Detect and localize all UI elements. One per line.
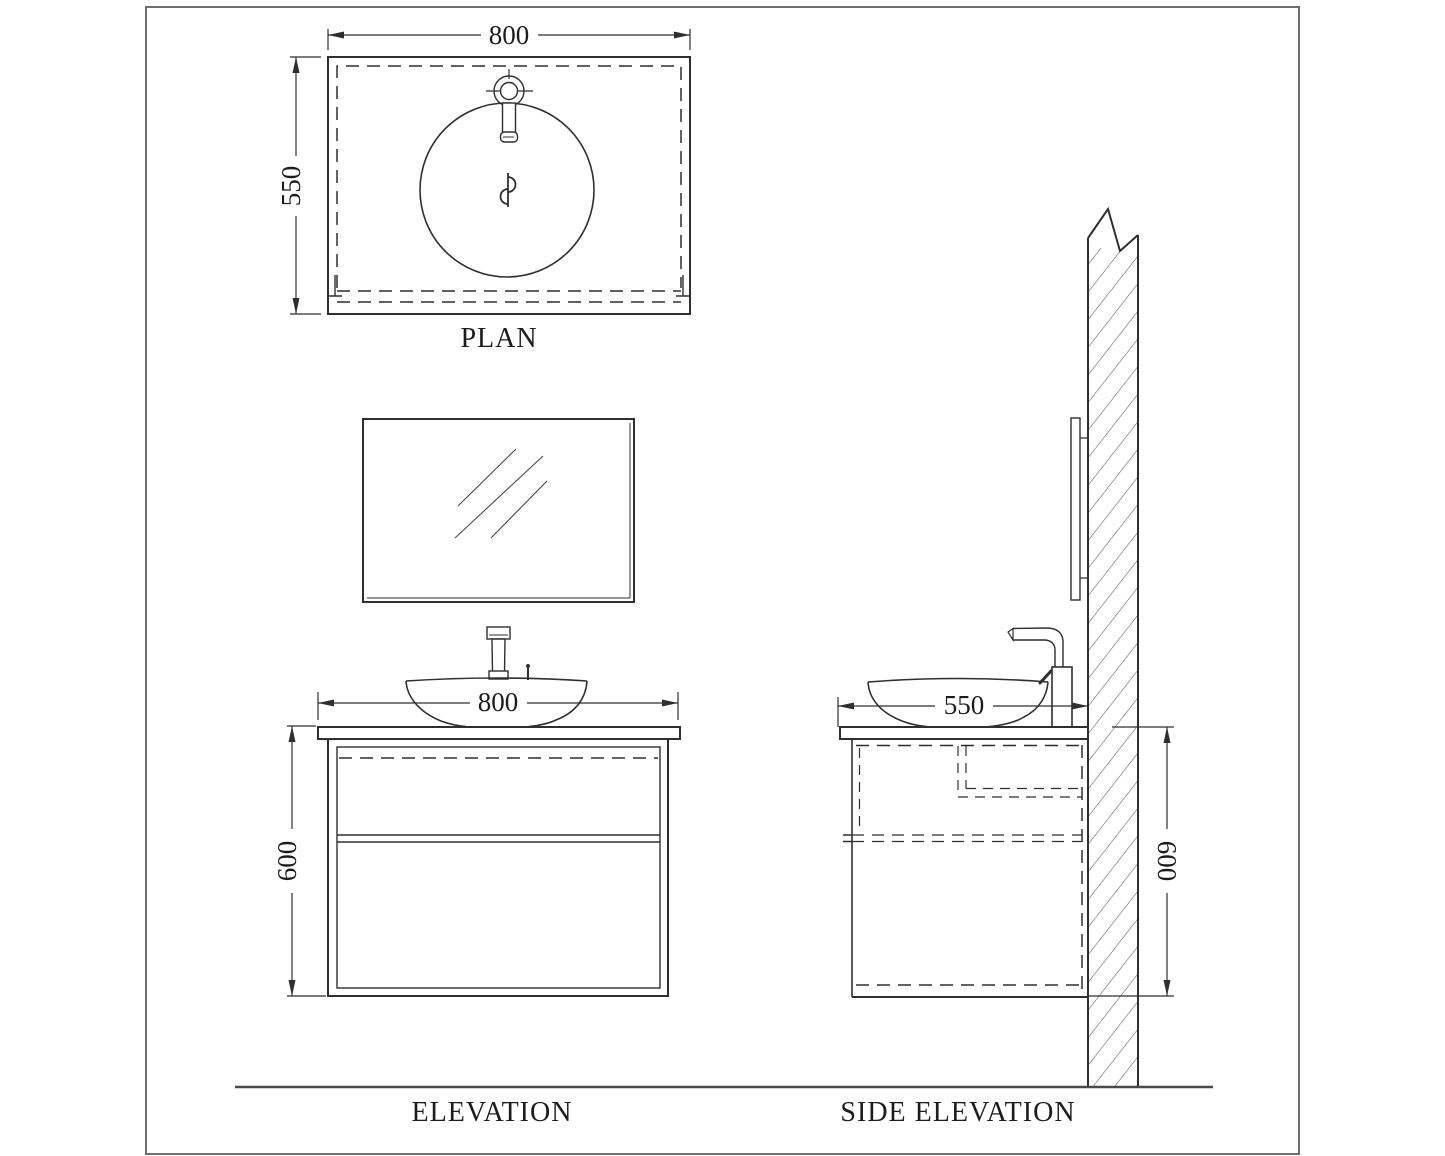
side-faucet <box>1007 627 1073 728</box>
elevation-dim-height: 600 <box>272 725 326 997</box>
mirror-frame-inner-edge <box>367 423 631 599</box>
side-elevation-view-label: SIDE ELEVATION <box>840 1097 1075 1128</box>
plan-dim-width: 800 <box>327 20 691 50</box>
mirror-side <box>1070 417 1088 601</box>
drain-arc-left <box>499 188 509 205</box>
dim-extension-lines <box>1088 726 1174 997</box>
elevation-faucet <box>486 626 511 680</box>
elevation-view: 800 600 ELEVATION <box>272 418 681 1128</box>
side-depth-value: 550 <box>944 690 985 720</box>
plan-faucet-spout <box>501 102 517 136</box>
elevation-view-label: ELEVATION <box>412 1097 573 1128</box>
faucet-body <box>1051 666 1073 728</box>
elevation-dim-width: 800 <box>317 687 679 720</box>
side-dim-depth: 550 <box>837 690 1088 727</box>
faucet-handle <box>1038 669 1053 685</box>
wall-hatch <box>1088 248 1138 1087</box>
mirror-frame <box>362 418 635 603</box>
plan-view-label: PLAN <box>460 323 537 354</box>
dim-extension-lines <box>290 56 321 315</box>
plan-faucet <box>486 69 533 143</box>
plan-depth-value: 550 <box>276 166 306 207</box>
basin-rim <box>405 677 588 682</box>
side-elevation-view: 550 600 <box>837 206 1182 1128</box>
dim-arrow-up <box>292 57 300 73</box>
elevation-cabinet <box>327 738 669 997</box>
faucet-base <box>488 670 509 680</box>
hidden-drawer-divider <box>852 834 1082 843</box>
wall-break-symbol <box>1087 206 1139 253</box>
plan-width-value: 800 <box>489 20 530 50</box>
dim-arrow-right <box>1072 702 1088 710</box>
dim-arrow-right <box>662 699 678 707</box>
faucet-spout-outer <box>1012 627 1064 668</box>
dim-arrow-down <box>292 298 300 314</box>
dim-text-mask <box>481 21 538 48</box>
mirror-brackets <box>1080 437 1088 579</box>
plan-drain-symbol <box>499 173 517 207</box>
plan-dim-depth: 550 <box>276 56 321 315</box>
plan-faucet-body <box>499 81 519 101</box>
mirror <box>362 418 635 603</box>
drawer-divider <box>337 834 660 843</box>
mirror-shine-line <box>457 448 517 507</box>
drawer-divider-ticks <box>843 834 852 843</box>
dim-extension-lines <box>327 29 691 50</box>
drain-arc-right <box>507 176 517 193</box>
plan-countertop-inner-dashed <box>336 65 682 288</box>
mirror-edge <box>1070 417 1081 601</box>
faucet-nozzle <box>1007 627 1014 643</box>
lever-knob <box>526 664 530 668</box>
mirror-shine-line <box>454 455 544 539</box>
dim-arrow-left <box>838 702 854 710</box>
side-height-value: 600 <box>1152 841 1182 882</box>
dim-arrow-up <box>1163 727 1171 743</box>
elevation-width-value: 800 <box>478 687 519 717</box>
side-cabinet <box>843 739 1087 998</box>
dim-arrow-down <box>1163 980 1171 996</box>
side-countertop <box>839 726 1089 740</box>
faucet-body <box>491 638 506 673</box>
faucet-spout-head <box>486 626 511 640</box>
dim-arrow-right <box>674 31 690 39</box>
dim-text-mask <box>274 829 300 893</box>
cabinet-outline <box>327 738 669 997</box>
side-dim-height: 600 <box>1088 726 1182 997</box>
dim-arrow-left <box>318 699 334 707</box>
faucet-spout-inner <box>1013 639 1056 668</box>
plan-view: 800 550 PLAN <box>276 20 691 354</box>
dim-arrow-left <box>328 31 344 39</box>
plan-back-edge-ticks <box>328 275 690 297</box>
dim-arrow-down <box>288 980 296 996</box>
dim-text-mask <box>1155 829 1182 893</box>
wall-section <box>1087 206 1139 1087</box>
sheet-border <box>145 6 1300 1155</box>
cabinet-inner-panel <box>336 746 661 989</box>
dim-text-mask <box>470 690 527 716</box>
hidden-drain-pipe <box>957 746 1082 798</box>
mirror-shine-line <box>490 480 548 539</box>
basin-rim <box>867 677 1049 683</box>
dim-text-mask <box>935 692 993 719</box>
elevation-height-value: 600 <box>272 841 302 882</box>
dim-text-mask <box>278 156 304 216</box>
dim-extension-lines <box>317 692 679 720</box>
dim-arrow-up <box>288 726 296 742</box>
elevation-countertop <box>317 726 681 740</box>
